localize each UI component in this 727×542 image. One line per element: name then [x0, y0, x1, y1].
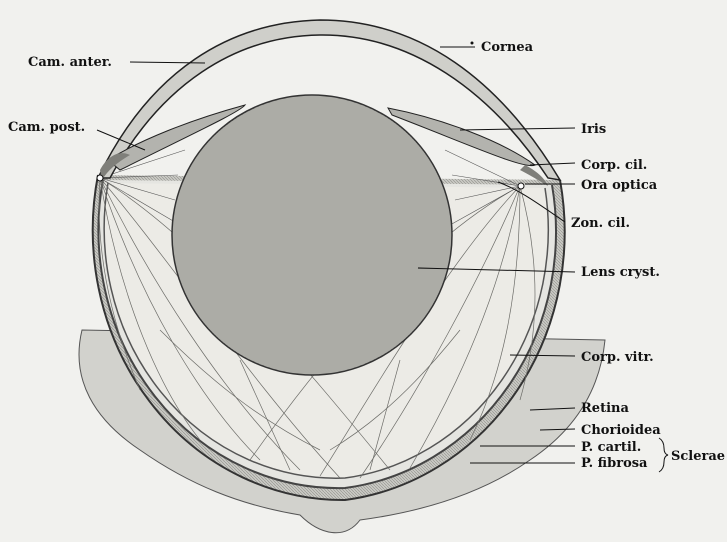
- ora-optica-left: [97, 175, 103, 181]
- label-iris: Iris: [581, 122, 606, 137]
- lens: [172, 95, 452, 375]
- label-p-fibrosa: P. fibrosa: [581, 456, 648, 471]
- label-chorioidea: Chorioidea: [581, 423, 661, 438]
- label-retina: Retina: [581, 401, 629, 416]
- label-corp-cil: Corp. cil.: [581, 158, 647, 173]
- label-corp-vitr: Corp. vitr.: [581, 350, 654, 365]
- label-cam-anter: Cam. anter.: [28, 55, 112, 70]
- label-sclerae: Sclerae: [671, 449, 725, 464]
- label-cornea: Cornea: [481, 40, 534, 55]
- label-p-cartil: P. cartil.: [581, 440, 641, 455]
- label-zon-cil: Zon. cil.: [571, 216, 630, 231]
- ora-optica-right: [518, 183, 524, 189]
- label-ora-optica: Ora optica: [581, 178, 658, 193]
- label-cam-post: Cam. post.: [8, 120, 85, 135]
- label-lens-cryst: Lens cryst.: [581, 265, 660, 280]
